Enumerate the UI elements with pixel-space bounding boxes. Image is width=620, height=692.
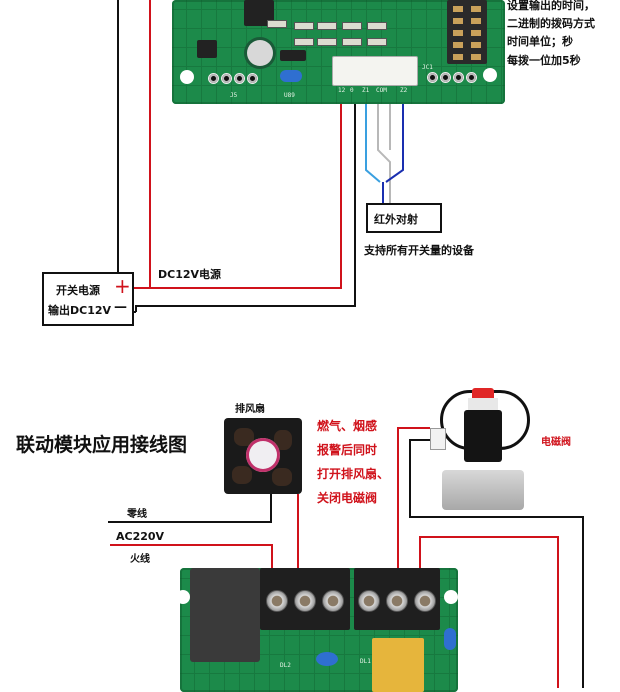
neutral-wire-label: 零线 xyxy=(127,509,147,520)
wire-neutral xyxy=(108,494,272,523)
terminal-screw[interactable] xyxy=(358,590,380,612)
wire-right-red xyxy=(419,536,559,688)
dip-note-line-1: 设置输出的时间， xyxy=(507,0,595,12)
fan-label: 排风扇 xyxy=(235,404,265,415)
smd-resistor xyxy=(342,38,362,46)
valve-reset-button xyxy=(472,388,494,400)
pin-label-z2: Z2 xyxy=(400,87,408,94)
label-j5: J5 xyxy=(230,92,238,99)
ac220v-label: AC220V xyxy=(116,530,165,543)
dip-note-line-3: 时间单位；秒 xyxy=(507,35,573,48)
valve-clear-cap xyxy=(468,398,498,412)
terminal-screw[interactable] xyxy=(386,590,408,612)
live-wire-label: 火线 xyxy=(130,554,150,565)
fan-hub xyxy=(246,438,280,472)
dc12v-power-label: DC12V电源 xyxy=(158,268,222,281)
ceramic-capacitor xyxy=(444,628,456,650)
ceramic-capacitor xyxy=(316,652,338,666)
electrolytic-capacitor xyxy=(247,40,273,66)
mount-hole xyxy=(176,590,190,604)
power-relay xyxy=(190,568,260,662)
dip-switch[interactable] xyxy=(447,0,487,64)
signal-relay xyxy=(372,638,424,692)
pin-label-0: 0 xyxy=(350,87,354,94)
sensor-support-note: 支持所有开关量的设备 xyxy=(364,244,474,257)
valve-plug xyxy=(430,428,446,450)
power-supply-line-1: 开关电源 xyxy=(56,284,100,297)
terminal-screw[interactable] xyxy=(294,590,316,612)
relay-mark-dl2: DL2 xyxy=(280,662,291,669)
alarm-note-line-1: 燃气、烟感 xyxy=(317,419,378,433)
terminal-screw[interactable] xyxy=(322,590,344,612)
fan-blade xyxy=(274,430,292,450)
wire-top-negative-right xyxy=(135,100,356,312)
linkage-module-title: 联动模块应用接线图 xyxy=(16,434,188,456)
wire-live xyxy=(110,544,273,570)
alarm-note-line-2: 报警后同时 xyxy=(317,443,378,457)
dip-note-line-2: 二进制的拨码方式 xyxy=(507,17,595,30)
wire-valve-red xyxy=(397,427,430,570)
wire-z2 xyxy=(385,100,404,183)
terminal-screw[interactable] xyxy=(414,590,436,612)
wire-top-negative xyxy=(117,0,136,313)
plus-terminal-icon: + xyxy=(114,274,131,298)
terminal-screw[interactable] xyxy=(266,590,288,612)
valve-metal-body xyxy=(442,470,524,510)
pin-label-12: 12 xyxy=(338,87,346,94)
mount-hole xyxy=(483,68,497,82)
wire-top-positive-main xyxy=(128,100,342,289)
sensor-module-pcb: J5 U89 JC1 12 0 Z1 COM Z2 xyxy=(172,0,505,104)
smd-resistor xyxy=(342,22,362,30)
exhaust-fan xyxy=(224,418,302,494)
header-jc1 xyxy=(427,72,477,83)
smd-resistor xyxy=(367,38,387,46)
smd-resistor xyxy=(267,20,287,28)
pin-label-com: COM xyxy=(376,87,387,94)
fan-blade xyxy=(232,466,252,484)
wire-connector xyxy=(332,56,418,86)
transistor xyxy=(197,40,217,58)
header-j5 xyxy=(208,73,258,84)
wire-valve-black xyxy=(409,439,584,688)
smd-resistor xyxy=(294,22,314,30)
label-u89: U89 xyxy=(284,92,295,99)
diode xyxy=(280,50,306,61)
dip-note-line-4: 每拨一位加5秒 xyxy=(507,54,581,67)
wire-com-a xyxy=(377,100,391,205)
fan-blade xyxy=(272,468,292,486)
ceramic-capacitor xyxy=(280,70,302,82)
fan-blade xyxy=(234,428,254,446)
power-supply-line-2: 输出DC12V xyxy=(48,304,112,317)
terminal-block-left[interactable] xyxy=(260,568,350,630)
solenoid-valve-label: 电磁阀 xyxy=(541,437,571,448)
solenoid-valve xyxy=(428,388,530,512)
pin-label-z1: Z1 xyxy=(362,87,370,94)
smd-resistor xyxy=(294,38,314,46)
valve-coil xyxy=(464,410,502,462)
mount-hole xyxy=(180,70,194,84)
alarm-note-line-4: 关闭电磁阀 xyxy=(317,491,378,505)
switching-power-supply-box: 开关电源 输出DC12V + — xyxy=(42,272,134,326)
smd-resistor xyxy=(317,22,337,30)
minus-terminal-icon: — xyxy=(114,300,127,315)
infrared-sensor-label: 红外对射 xyxy=(374,213,418,226)
terminal-block-right[interactable] xyxy=(354,568,440,630)
smd-resistor xyxy=(317,38,337,46)
alarm-note-line-3: 打开排风扇、 xyxy=(317,467,390,481)
wire-z1 xyxy=(365,100,381,183)
smd-resistor xyxy=(367,22,387,30)
label-jc1: JC1 xyxy=(422,64,433,71)
infrared-sensor-box: 红外对射 xyxy=(366,203,442,233)
linkage-module-pcb: DL2 DL1 xyxy=(176,568,458,692)
mount-hole xyxy=(444,590,458,604)
relay-mark-dl1: DL1 xyxy=(360,658,371,665)
